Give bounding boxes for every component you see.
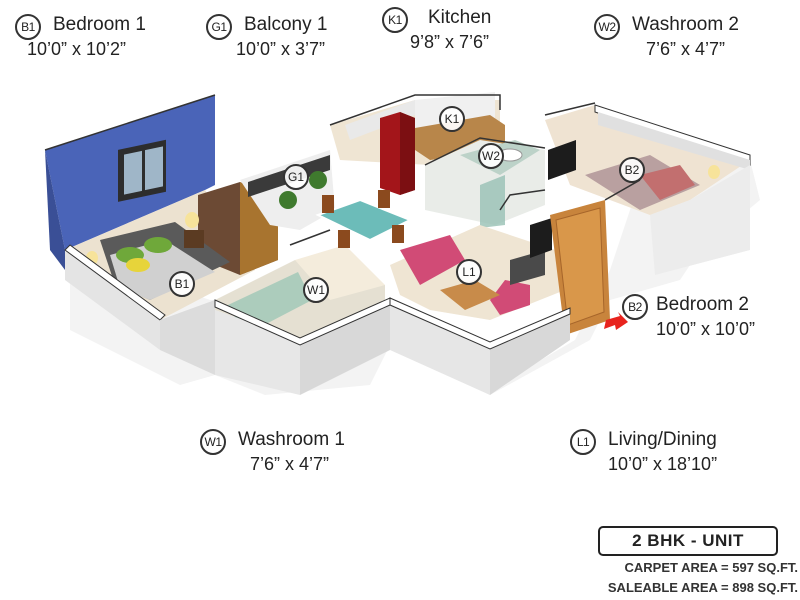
room-dims-bedroom-1: 10’0” x 10’2” <box>27 39 127 59</box>
plan-badge-b1: B1 <box>169 271 195 297</box>
room-dims-washroom-2: 7’6” x 4’7” <box>646 39 726 59</box>
unit-type-label: 2 BHK - UNIT <box>632 531 744 550</box>
legend-washroom-1: W1 Washroom 1 7’6” x 4’7” <box>200 429 345 475</box>
legend-badge-g1: G1 <box>206 14 232 40</box>
room-dims-kitchen: 9’8” x 7’6” <box>410 32 490 52</box>
legend-bedroom-1: B1 Bedroom 1 10’0” x 10’2” <box>15 14 146 60</box>
legend-washroom-2: W2 Washroom 2 7’6” x 4’7” <box>594 14 739 60</box>
saleable-area-text: SALEABLE AREA = 898 SQ.FT. <box>607 580 798 595</box>
plan-badge-b2: B2 <box>619 157 645 183</box>
washroom-1-room <box>214 245 391 395</box>
room-dims-balcony-1: 10’0” x 3’7” <box>236 39 326 59</box>
living-dining-room <box>389 200 610 395</box>
entry-arrow-icon <box>604 312 628 330</box>
room-dims-living-dining: 10’0” x 18’10” <box>608 454 718 474</box>
room-name-living-dining: Living/Dining <box>608 429 717 450</box>
room-name-washroom-1: Washroom 1 <box>238 429 345 450</box>
bedroom-2-room <box>545 104 751 275</box>
legend-badge-b2: B2 <box>622 294 648 320</box>
legend-badge-w1: W1 <box>200 429 226 455</box>
room-name-washroom-2: Washroom 2 <box>632 14 739 35</box>
room-name-balcony-1: Balcony 1 <box>244 14 328 35</box>
legend-badge-w2: W2 <box>594 14 620 40</box>
plan-badge-w1: W1 <box>303 277 329 303</box>
room-name-bedroom-1: Bedroom 1 <box>53 14 146 35</box>
legend-badge-l1: L1 <box>570 429 596 455</box>
carpet-area-text: CARPET AREA = 597 SQ.FT. <box>624 560 799 575</box>
plan-badge-w2: W2 <box>478 143 504 169</box>
unit-type-box: 2 BHK - UNIT <box>598 526 778 556</box>
plan-badge-g1: G1 <box>283 164 309 190</box>
legend-badge-k1: K1 <box>382 7 408 33</box>
room-name-bedroom-2: Bedroom 2 <box>656 294 749 315</box>
legend-balcony-1: G1 Balcony 1 10’0” x 3’7” <box>206 14 327 60</box>
washroom-2-room <box>425 140 545 228</box>
room-name-kitchen: Kitchen <box>428 7 492 28</box>
internal-walls <box>44 94 641 246</box>
legend-badge-b1: B1 <box>15 14 41 40</box>
legend-kitchen: K1 Kitchen 9’8” x 7’6” <box>382 7 491 53</box>
plan-badge-k1: K1 <box>439 106 465 132</box>
plan-badge-l1: L1 <box>456 259 482 285</box>
legend-living-dining: L1 Living/Dining 10’0” x 18’10” <box>570 429 717 475</box>
legend-bedroom-2: B2 Bedroom 2 10’0” x 10’0” <box>622 294 755 340</box>
room-dims-bedroom-2: 10’0” x 10’0” <box>656 319 756 339</box>
room-dims-washroom-1: 7’6” x 4’7” <box>250 454 330 474</box>
